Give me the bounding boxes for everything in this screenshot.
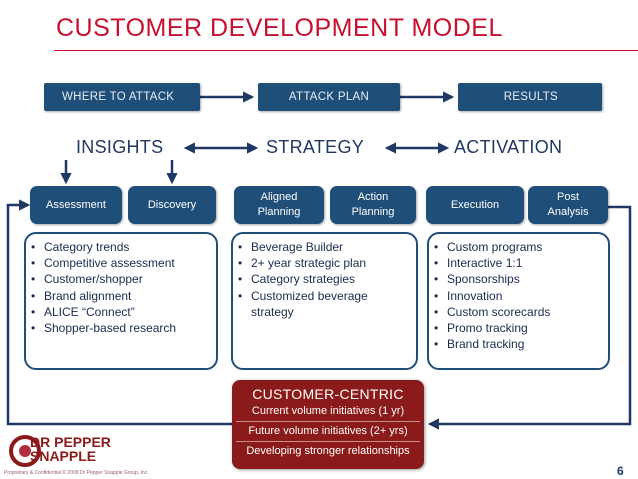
list-item: Interactive 1:1 bbox=[433, 255, 602, 271]
where-to-attack-box: WHERE TO ATTACK bbox=[44, 83, 200, 111]
aligned-planning-label: Planning bbox=[257, 206, 301, 218]
insights-list-box: Category trends Competitive assessment C… bbox=[24, 232, 218, 370]
results-box: RESULTS bbox=[458, 83, 602, 111]
discovery-box: Discovery bbox=[128, 186, 216, 224]
activation-list: Custom programs Interactive 1:1 Sponsors… bbox=[433, 239, 602, 353]
assessment-box: Assessment bbox=[30, 186, 122, 224]
list-item: Custom scorecards bbox=[433, 304, 602, 320]
logo-mark-icon bbox=[9, 435, 41, 467]
customer-centric-line: Current volume initiatives (1 yr) bbox=[251, 405, 405, 417]
list-item: Innovation bbox=[433, 288, 602, 304]
list-item: Custom programs bbox=[433, 239, 602, 255]
logo-line-2: SNAPPLE bbox=[30, 448, 97, 464]
list-item: Sponsorships bbox=[433, 271, 602, 287]
page-title: CUSTOMER DEVELOPMENT MODEL bbox=[56, 14, 503, 42]
action-planning-label: Planning bbox=[351, 206, 395, 218]
list-item: 2+ year strategic plan bbox=[237, 255, 410, 271]
list-item: Brand tracking bbox=[433, 336, 602, 352]
execution-label: Execution bbox=[450, 198, 500, 211]
assessment-label: Assessment bbox=[46, 198, 106, 211]
aligned-label: Aligned bbox=[260, 191, 298, 204]
loop-left bbox=[6, 199, 232, 426]
attack-plan-label: ATTACK PLAN bbox=[288, 91, 370, 103]
strategy-list: Beverage Builder 2+ year strategic plan … bbox=[237, 239, 410, 320]
customer-centric-line: Developing stronger relationships bbox=[246, 445, 410, 457]
logo-line-1: DR PEPPER bbox=[30, 434, 111, 450]
results-label: RESULTS bbox=[503, 91, 558, 103]
list-item: Promo tracking bbox=[433, 320, 602, 336]
execution-box: Execution bbox=[426, 186, 524, 224]
list-item: Category trends bbox=[30, 239, 210, 255]
strategy-list-box: Beverage Builder 2+ year strategic plan … bbox=[231, 232, 418, 370]
page-number: 6 bbox=[617, 464, 624, 478]
post-analysis-box: Post Analysis bbox=[528, 186, 608, 224]
list-item: Category strategies bbox=[237, 271, 410, 287]
attack-plan-box: ATTACK PLAN bbox=[258, 83, 400, 111]
list-item: Brand alignment bbox=[30, 288, 210, 304]
customer-centric-line: Future volume initiatives (2+ yrs) bbox=[248, 425, 408, 437]
list-item: Beverage Builder bbox=[237, 239, 410, 255]
dr-pepper-snapple-logo: DR PEPPER SNAPPLE bbox=[8, 432, 128, 472]
activation-heading: ACTIVATION bbox=[454, 137, 563, 157]
list-item: ALICE “Connect” bbox=[30, 304, 210, 320]
list-item: Shopper-based research bbox=[30, 320, 210, 336]
divider bbox=[236, 421, 420, 422]
loop-right bbox=[427, 205, 632, 430]
post-label: Post bbox=[556, 191, 579, 204]
insights-list: Category trends Competitive assessment C… bbox=[30, 239, 210, 336]
where-to-attack-label: WHERE TO ATTACK bbox=[62, 91, 175, 103]
post-analysis-label: Analysis bbox=[547, 206, 589, 218]
title-underline bbox=[54, 50, 638, 51]
action-label: Action bbox=[357, 191, 389, 204]
list-item: Customized beverage strategy bbox=[237, 288, 391, 320]
footer-copyright: Proprietary & Confidential © 2008 Dr Pep… bbox=[4, 470, 149, 476]
divider bbox=[236, 441, 420, 442]
discovery-label: Discovery bbox=[147, 198, 197, 211]
list-item: Customer/shopper bbox=[30, 271, 210, 287]
action-planning-box: Action Planning bbox=[330, 186, 416, 224]
list-item: Competitive assessment bbox=[30, 255, 210, 271]
insights-heading: INSIGHTS bbox=[76, 137, 164, 157]
customer-centric-title: CUSTOMER-CENTRIC bbox=[252, 386, 404, 402]
activation-list-box: Custom programs Interactive 1:1 Sponsors… bbox=[427, 232, 610, 370]
aligned-planning-box: Aligned Planning bbox=[234, 186, 324, 224]
customer-centric-box: CUSTOMER-CENTRIC Current volume initiati… bbox=[232, 380, 424, 469]
strategy-heading: STRATEGY bbox=[266, 137, 365, 157]
